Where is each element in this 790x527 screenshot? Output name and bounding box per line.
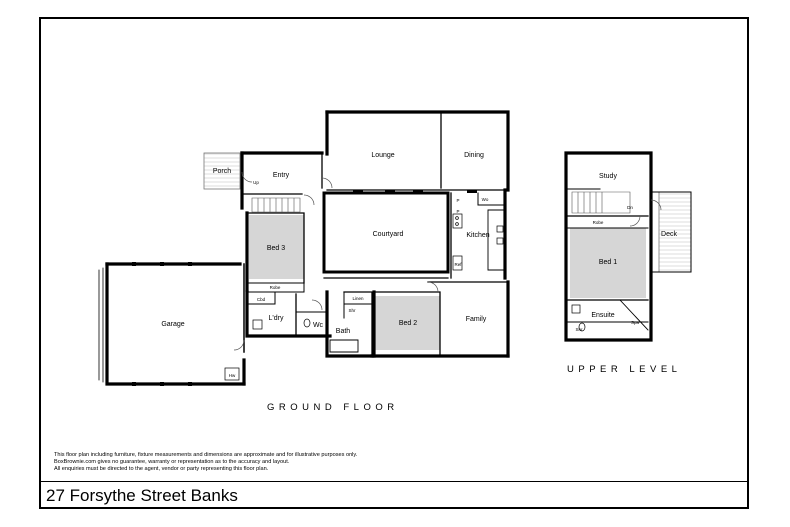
- title-bar: 27 Forsythe Street Banks: [39, 481, 749, 509]
- robe-upper-label: Robe: [593, 220, 604, 225]
- porch-deck: [203, 152, 241, 190]
- shr-upper-label: Shr: [575, 327, 583, 332]
- disclaimer-line: This floor plan including furniture, fix…: [54, 452, 358, 458]
- spa-label: Spa: [631, 320, 640, 325]
- deck-label: Deck: [661, 231, 677, 238]
- ref-label: Ref: [454, 262, 462, 267]
- hws-label: Hw: [229, 373, 236, 378]
- linen-label: Linen: [352, 296, 364, 301]
- bed1-floor: [570, 228, 646, 298]
- upper-walls: [564, 151, 692, 342]
- porch-label: Porch: [213, 168, 231, 175]
- up-label: Up: [253, 180, 259, 185]
- bed3-floor: [249, 215, 304, 279]
- upper-stairs: [571, 191, 631, 214]
- pantry-label-1: P: [456, 198, 459, 203]
- plan-frame: [39, 17, 749, 509]
- dn-label: Dn: [627, 205, 633, 210]
- ground-walls: [98, 110, 510, 386]
- kitchen-label: Kitchen: [466, 232, 489, 239]
- study-label: Study: [599, 173, 617, 180]
- disclaimer-line: BoxBrownie.com gives no guarantee, warra…: [54, 459, 290, 466]
- upper-fixtures: [571, 304, 586, 332]
- courtyard-label: Courtyard: [373, 231, 404, 238]
- ground-fixtures: [224, 213, 504, 381]
- ground-floor-title: GROUND FLOOR: [267, 402, 399, 413]
- cbd-label: Cbd: [257, 297, 266, 302]
- upper-door-swings: [629, 199, 662, 227]
- bed2-label: Bed 2: [399, 320, 417, 327]
- pantry-label-2: P: [456, 209, 459, 214]
- entry-label: Entry: [273, 172, 290, 179]
- bed1-label: Bed 1: [599, 259, 617, 266]
- family-label: Family: [466, 316, 487, 323]
- shr-ground-label: Shr: [348, 308, 356, 313]
- garage-label: Garage: [161, 321, 184, 328]
- bed2-floor: [374, 296, 440, 350]
- dining-label: Dining: [464, 152, 484, 159]
- bath-label: Bath: [336, 328, 351, 335]
- wo-label: Wo: [482, 197, 489, 202]
- wc-label: Wc: [313, 322, 324, 329]
- ground-stairs: [251, 197, 301, 213]
- upper-level-plan: Study Dn Robe Deck Bed 1 Ensuite Shr Spa…: [564, 151, 692, 375]
- garage-posts: [132, 190, 477, 386]
- door-swings: [233, 171, 439, 351]
- laundry-label: L'dry: [269, 315, 284, 322]
- upper-level-title: UPPER LEVEL: [567, 364, 681, 375]
- robe-ground-label: Robe: [270, 285, 281, 290]
- disclaimer: This floor plan including furniture, fix…: [54, 452, 357, 474]
- disclaimer-line: All enquiries must be directed to the ag…: [54, 466, 269, 473]
- property-address: 27 Forsythe Street Banks: [46, 486, 238, 505]
- ensuite-label: Ensuite: [591, 312, 614, 319]
- ground-floor-plan: Porch Entry Up Lounge Dining Courtyard K…: [98, 110, 510, 413]
- lounge-label: Lounge: [371, 152, 394, 159]
- bed3-label: Bed 3: [267, 245, 285, 252]
